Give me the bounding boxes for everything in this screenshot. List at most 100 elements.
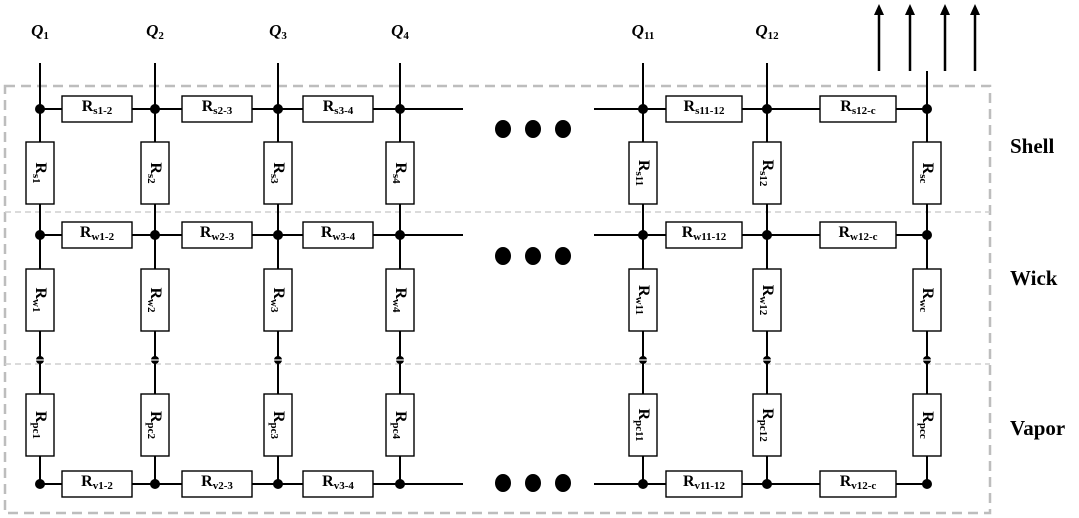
- vapor-radial-resistor-label-base: R: [147, 411, 164, 423]
- shell-radial-resistor-label-base: R: [759, 160, 776, 172]
- vapor-axial-resistor-label-subscript: v3-4: [334, 480, 355, 492]
- shell-axial-resistor-label: Rs3-4: [323, 98, 354, 117]
- vapor-radial-resistor-label-subscript: pc2: [145, 423, 157, 440]
- vapor-radial-resistor-label-subscript: pc12: [757, 420, 769, 443]
- vapor-axial-resistor-label: Rv11-12: [683, 473, 726, 492]
- wick-radial-resistor-label-subscript: w2: [145, 299, 157, 313]
- wick-node: [922, 230, 932, 240]
- vapor-radial-resistor-label-base: R: [759, 408, 776, 420]
- shell-radial-resistor-label-base: R: [919, 163, 936, 175]
- wick-radial-resistor-label: Rwc: [917, 288, 936, 313]
- shell-radial-resistor-label: Rs2: [145, 162, 164, 184]
- vapor-radial-resistor-label-subscript: pc1: [30, 423, 42, 440]
- wick-node: [395, 230, 405, 240]
- vapor-node: [35, 479, 45, 489]
- shell-radial-resistor: [628, 141, 658, 205]
- vapor-radial-resistor-label: Rpc3: [268, 411, 287, 440]
- shell-radial-resistor-label: Rsc: [917, 163, 936, 184]
- heat-output-arrowhead: [970, 4, 980, 15]
- shell-axial-resistor-label-subscript: s3-4: [334, 105, 353, 117]
- wick-radial-resistor-label: Rw1: [30, 287, 49, 312]
- shell-radial-resistor-label-subscript: s12: [757, 171, 769, 187]
- shell-radial-resistor: [25, 141, 55, 205]
- shell-radial-resistor-label-base: R: [635, 160, 652, 172]
- shell-axial-resistor-label-subscript: s12-c: [852, 105, 876, 117]
- wick-axial-resistor-label-subscript: w1-2: [91, 231, 114, 243]
- ellipsis-dot: [495, 120, 511, 138]
- heat-input-label: Q11: [632, 21, 655, 42]
- vapor-axial-resistor: [665, 470, 743, 498]
- heat-input-label-subscript: 12: [768, 30, 780, 42]
- wick-radial-resistor-label-subscript: w1: [30, 299, 42, 312]
- vapor-node: [273, 479, 283, 489]
- shell-axial-resistor-label-subscript: s11-12: [695, 105, 725, 117]
- heat-input-label-subscript: 1: [43, 30, 49, 42]
- shell-radial-resistor-label-base: R: [147, 162, 164, 174]
- wick-axial-resistor: [61, 221, 133, 249]
- heat-input-label: Q4: [391, 21, 409, 42]
- wick-axial-resistor-label: Rw12-c: [838, 224, 877, 243]
- shell-node: [35, 104, 45, 114]
- shell-radial-resistor-label: Rs4: [390, 162, 409, 184]
- shell-axial-resistor: [61, 95, 133, 123]
- vapor-radial-resistor-label-base: R: [635, 409, 652, 421]
- wick-radial-resistor-label: Rw11: [633, 285, 652, 315]
- vapor-radial-resistor-label: Rpcc: [917, 411, 936, 439]
- shell-radial-resistor-label: Rs3: [268, 162, 287, 184]
- vapor-radial-resistor-label-base: R: [270, 411, 287, 423]
- shell-radial-resistor-label-subscript: s2: [145, 174, 157, 184]
- heat-input-label-base: Q: [31, 21, 43, 40]
- heat-input-label-base: Q: [755, 21, 767, 40]
- ellipsis-dot: [525, 120, 541, 138]
- wick-axial-resistor-label-subscript: w3-4: [332, 231, 355, 243]
- vapor-radial-resistor: [628, 393, 658, 457]
- shell-radial-resistor-label-subscript: s11: [633, 171, 645, 186]
- vapor-axial-resistor-label-subscript: v11-12: [695, 480, 726, 492]
- vapor-radial-resistor-label: Rpc1: [30, 411, 49, 439]
- wick-axial-resistor-label-subscript: w11-12: [693, 231, 727, 243]
- region-frame: [3, 84, 992, 515]
- shell-node: [273, 104, 283, 114]
- heat-input-label: Q2: [146, 21, 164, 42]
- vapor-radial-resistor-label-base: R: [919, 411, 936, 423]
- vapor-axial-resistor-label: Rv3-4: [322, 473, 354, 492]
- shell-axial-resistor-label-base: R: [323, 98, 335, 115]
- vapor-radial-resistor: [385, 393, 415, 457]
- wick-radial-resistor-label-base: R: [919, 288, 936, 300]
- vapor-radial-resistor-label-subscript: pcc: [917, 423, 929, 439]
- wick-radial-resistor-label: Rw2: [145, 287, 164, 313]
- wick-axial-resistor-label: Rw2-3: [200, 224, 235, 243]
- ellipsis-dot: [555, 474, 571, 492]
- heat-input-label-subscript: 4: [403, 30, 409, 42]
- ellipsis-dot: [495, 247, 511, 265]
- wick-radial-resistor-label-base: R: [392, 287, 409, 299]
- vapor-axial-resistor-label-subscript: v12-c: [851, 480, 876, 492]
- heat-input-label-subscript: 3: [281, 30, 287, 42]
- heat-input-label-subscript: 11: [644, 30, 654, 42]
- wick-node: [273, 230, 283, 240]
- heat-input-label-subscript: 2: [158, 30, 164, 42]
- shell-radial-resistor-label-base: R: [32, 162, 49, 174]
- wick-radial-resistor-label-subscript: w11: [633, 297, 645, 315]
- shell-radial-resistor-label-base: R: [270, 162, 287, 174]
- shell-radial-resistor: [140, 141, 170, 205]
- vapor-radial-resistor: [752, 393, 782, 457]
- heat-input-label: Q1: [31, 21, 49, 42]
- wick-radial-resistor-label: Rw12: [757, 285, 776, 316]
- shell-node: [762, 104, 772, 114]
- shell-node: [395, 104, 405, 114]
- wick-radial-resistor-label-base: R: [635, 285, 652, 297]
- vapor-radial-resistor-label-subscript: pc4: [390, 423, 402, 440]
- vapor-axial-resistor: [181, 470, 253, 498]
- shell-axial-resistor-label: Rs11-12: [684, 98, 725, 117]
- wick-axial-resistor-label-subscript: w2-3: [211, 231, 234, 243]
- vapor-axial-resistor: [302, 470, 374, 498]
- wick-axial-resistor: [665, 221, 743, 249]
- vapor-axial-resistor-label-base: R: [840, 473, 852, 490]
- vapor-axial-resistor-label-base: R: [322, 473, 334, 490]
- shell-radial-resistor: [912, 141, 942, 205]
- shell-radial-resistor-label: Rs1: [30, 162, 49, 183]
- wick-node: [762, 230, 772, 240]
